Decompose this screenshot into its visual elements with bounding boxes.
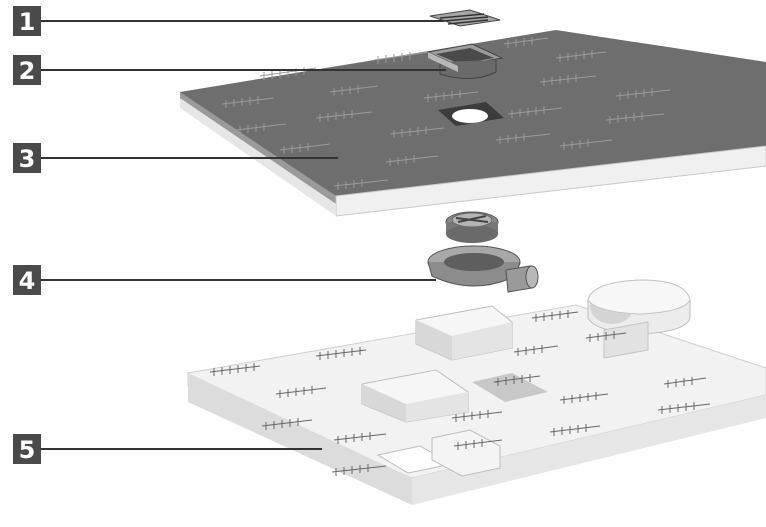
callout-5: 5 (13, 434, 41, 464)
callout-1: 1 (13, 6, 41, 36)
callout-5-label: 5 (19, 436, 36, 464)
foam-subfloor-board (188, 280, 766, 505)
callout-2-label: 2 (19, 57, 36, 85)
callout-3-label: 3 (19, 145, 36, 173)
callout-3: 3 (13, 143, 41, 173)
callout-1-label: 1 (19, 8, 36, 36)
callout-4-label: 4 (19, 267, 36, 295)
callout-2: 2 (13, 55, 41, 85)
floor-drain-body (428, 212, 538, 292)
drain-grate (430, 10, 500, 26)
callout-4: 4 (13, 265, 41, 295)
